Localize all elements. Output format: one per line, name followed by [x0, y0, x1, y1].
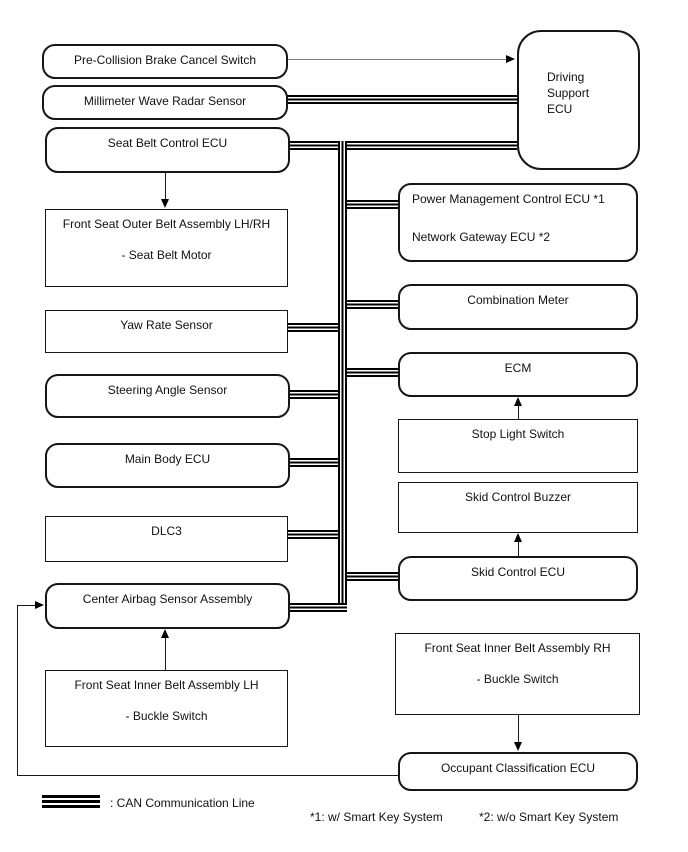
node-dlc3: DLC3 — [45, 516, 288, 562]
node-ecm: ECM — [398, 352, 638, 397]
node-power-management-control-ecu: Power Management Control ECU *1 Network … — [398, 183, 638, 262]
can-branch-yaw-rate-sensor — [287, 323, 338, 332]
node-label: Skid Control ECU — [470, 565, 566, 579]
signal-line-skid-ecu-to-buzzer — [518, 540, 519, 556]
node-label: Millimeter Wave Radar Sensor — [83, 94, 247, 108]
footnote-smart-key-with: *1: w/ Smart Key System — [310, 810, 443, 824]
node-label: Seat Belt Control ECU — [107, 136, 228, 150]
node-label: Front Seat Inner Belt Assembly LH — [74, 678, 259, 692]
node-label: Front Seat Inner Belt Assembly RH — [424, 641, 611, 655]
node-millimeter-wave-radar-sensor: Millimeter Wave Radar Sensor — [42, 85, 288, 120]
can-branch-combination-meter — [347, 300, 398, 309]
can-branch-ecm — [347, 368, 398, 377]
node-sublabel: Network Gateway ECU *2 — [412, 230, 551, 244]
node-skid-control-ecu: Skid Control ECU — [398, 556, 638, 601]
signal-line-occupant-loop-bottom — [17, 775, 398, 776]
can-branch-dlc3 — [287, 530, 338, 539]
can-line-millimeter-wave-to-driving-support — [286, 95, 517, 104]
node-label: Steering Angle Sensor — [107, 383, 228, 397]
node-front-seat-inner-belt-assembly-lh: Front Seat Inner Belt Assembly LH - Buck… — [45, 670, 288, 747]
can-branch-center-airbag — [289, 603, 347, 612]
node-label: Center Airbag Sensor Assembly — [82, 592, 253, 606]
node-label: Power Management Control ECU *1 — [412, 192, 605, 206]
node-yaw-rate-sensor: Yaw Rate Sensor — [45, 310, 288, 353]
node-combination-meter: Combination Meter — [398, 284, 638, 330]
can-branch-power-management — [347, 200, 398, 209]
signal-line-pre-collision — [288, 59, 508, 60]
node-stop-light-switch: Stop Light Switch — [398, 419, 638, 473]
node-label: Main Body ECU — [124, 452, 211, 466]
arrowhead-into-occupant-ecu — [514, 742, 522, 751]
node-label: Yaw Rate Sensor — [120, 318, 213, 332]
node-main-body-ecu: Main Body ECU — [45, 443, 290, 488]
node-label: DLC3 — [151, 524, 182, 538]
can-line-legend-swatch — [42, 795, 100, 808]
node-seat-belt-control-ecu: Seat Belt Control ECU — [45, 127, 290, 173]
node-label: Driving Support ECU — [547, 70, 590, 116]
arrowhead-into-center-airbag-bottom — [161, 629, 169, 638]
footnote-smart-key-without: *2: w/o Smart Key System — [479, 810, 619, 824]
node-label: Skid Control Buzzer — [464, 490, 572, 504]
signal-line-stop-light-to-ecm — [518, 404, 519, 419]
node-label: Pre-Collision Brake Cancel Switch — [73, 53, 257, 67]
node-label: ECM — [504, 361, 532, 375]
node-sublabel: - Buckle Switch — [476, 672, 559, 686]
node-center-airbag-sensor-assembly: Center Airbag Sensor Assembly — [45, 583, 290, 629]
can-line-legend-label: : CAN Communication Line — [110, 796, 255, 810]
node-sublabel: - Buckle Switch — [125, 709, 208, 723]
node-label: Front Seat Outer Belt Assembly LH/RH — [62, 217, 271, 231]
arrowhead-into-ecm — [514, 397, 522, 406]
node-label: Stop Light Switch — [471, 427, 565, 441]
node-occupant-classification-ecu: Occupant Classification ECU — [398, 752, 638, 791]
node-label: Occupant Classification ECU — [440, 761, 596, 775]
can-branch-skid-control-ecu — [347, 572, 398, 581]
signal-line-inner-belt-lh-to-airbag — [165, 636, 166, 670]
node-steering-angle-sensor: Steering Angle Sensor — [45, 374, 290, 418]
can-line-seat-belt-ecu-to-driving-support — [288, 141, 517, 150]
node-front-seat-inner-belt-assembly-rh: Front Seat Inner Belt Assembly RH - Buck… — [395, 633, 640, 715]
can-branch-main-body-ecu — [289, 458, 338, 467]
signal-line-occupant-loop-left — [17, 605, 18, 776]
arrowhead-into-skid-buzzer — [514, 533, 522, 542]
arrowhead-into-center-airbag-left — [35, 601, 44, 609]
node-skid-control-buzzer: Skid Control Buzzer — [398, 482, 638, 533]
can-branch-steering-angle-sensor — [289, 390, 338, 399]
signal-line-seat-belt-to-outer-belt — [165, 173, 166, 201]
node-front-seat-outer-belt-assembly: Front Seat Outer Belt Assembly LH/RH - S… — [45, 209, 288, 287]
can-trunk-vertical — [338, 141, 347, 612]
arrowhead-into-outer-belt — [161, 199, 169, 208]
node-label: Combination Meter — [467, 293, 569, 307]
arrowhead-into-driving-support — [506, 55, 515, 63]
node-driving-support-ecu: Driving Support ECU — [517, 30, 640, 170]
signal-line-occupant-loop-top — [17, 605, 36, 606]
node-sublabel: - Seat Belt Motor — [121, 248, 212, 262]
signal-line-inner-belt-rh-to-occupant — [518, 715, 519, 744]
node-pre-collision-brake-cancel-switch: Pre-Collision Brake Cancel Switch — [42, 44, 288, 79]
